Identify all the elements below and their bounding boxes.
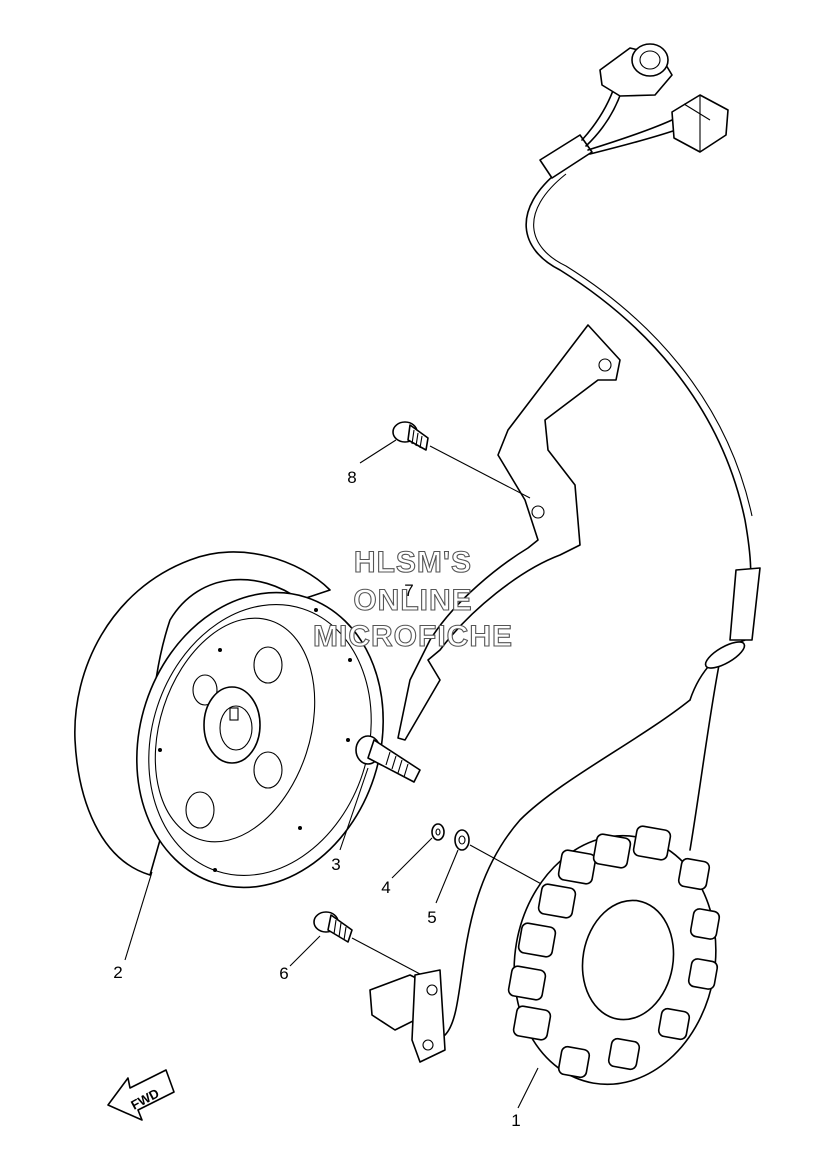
callout-1: 1 xyxy=(511,1111,520,1130)
part-6-bolt xyxy=(313,911,421,975)
watermark: HLSM'S ONLINE MICROFICHE xyxy=(312,545,513,653)
part-3-bolt xyxy=(355,735,421,783)
pickup-coil xyxy=(369,699,691,1063)
watermark-line-3: MICROFICHE xyxy=(313,620,513,653)
part-8-bolt xyxy=(392,421,531,499)
watermark-line-1: HLSM'S xyxy=(354,546,472,579)
fwd-arrow-icon: FWD xyxy=(107,1069,175,1121)
callout-2: 2 xyxy=(113,963,122,982)
leader-lines xyxy=(124,439,539,1109)
part-7-bracket xyxy=(397,324,621,741)
watermark-line-2: ONLINE xyxy=(353,584,472,617)
part-4-washer xyxy=(431,823,445,841)
block-connector xyxy=(671,94,729,153)
part-5-washer xyxy=(454,829,546,887)
callout-3: 3 xyxy=(331,855,340,874)
callout-4: 4 xyxy=(381,878,390,897)
round-connector xyxy=(599,43,673,97)
wire-harness xyxy=(525,84,753,601)
part-1-stator xyxy=(507,567,761,1086)
callout-5: 5 xyxy=(427,908,436,927)
callout-6: 6 xyxy=(279,964,288,983)
callout-8: 8 xyxy=(347,468,356,487)
callout-7: 7 xyxy=(404,581,413,600)
part-2-flywheel xyxy=(74,551,384,889)
callout-labels: 1 2 3 4 5 6 7 8 xyxy=(113,468,520,1130)
